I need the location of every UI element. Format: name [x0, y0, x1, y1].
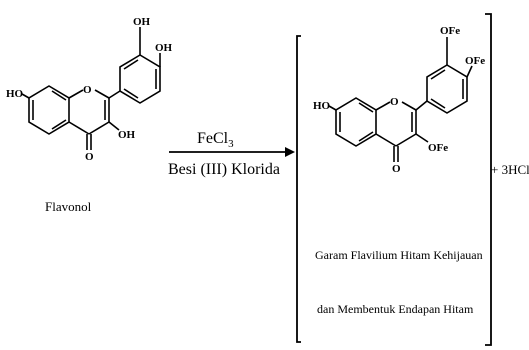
- flavonol-label: Flavonol: [45, 199, 92, 214]
- flavonol-3prime-oh: OH: [133, 16, 151, 28]
- reaction-arrow-group: FeCl3 Besi (III) Klorida: [168, 130, 295, 178]
- byproduct-hcl: + 3HCl: [491, 162, 529, 177]
- product-3-ofe: OFe: [428, 142, 448, 154]
- right-bracket: [485, 13, 492, 346]
- product-3prime-ofe: OFe: [440, 25, 460, 37]
- flavonol-carbonyl-oxygen: O: [85, 151, 94, 163]
- flavonol-ring-oxygen: O: [83, 84, 92, 96]
- flavonol-7-ho: HO: [6, 88, 24, 100]
- flavonol-b-ring: [119, 54, 161, 104]
- product-7-ho: HO: [313, 100, 331, 112]
- product-a-ring: [335, 97, 377, 147]
- reagent-name: Besi (III) Klorida: [168, 161, 280, 178]
- product-caption-line2: dan Membentuk Endapan Hitam: [317, 302, 474, 316]
- arrow-head-icon: [285, 147, 295, 157]
- product-ring-oxygen: O: [390, 96, 399, 108]
- flavonol-3-oh: OH: [118, 129, 136, 141]
- product-b-ring: [426, 64, 468, 114]
- left-bracket: [296, 35, 301, 343]
- product-carbonyl-oxygen: O: [392, 163, 401, 175]
- flavonol-4prime-oh: OH: [155, 42, 173, 54]
- product-4prime-ofe: OFe: [465, 55, 485, 67]
- reagent-formula: FeCl3: [197, 130, 234, 150]
- product-structure: O O OFe HO OFe OFe Garam Flavilium Hitam…: [313, 25, 485, 316]
- product-caption-line1: Garam Flavilium Hitam Kehijauan: [315, 248, 483, 262]
- flavonol-a-ring: [28, 85, 70, 135]
- flavonol-structure: O O OH HO OH OH Flavonol: [6, 16, 173, 214]
